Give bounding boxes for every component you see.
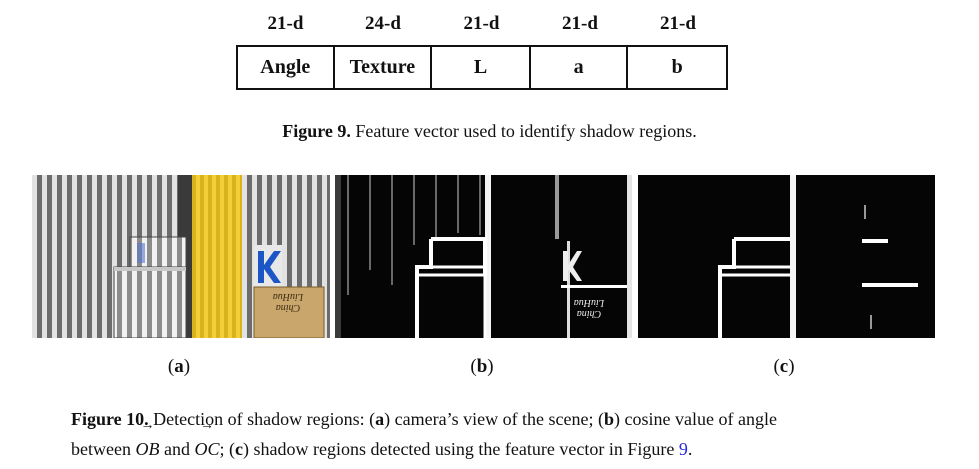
box-print-text-a: China LiuHua — [260, 291, 316, 313]
figure-9-label: Figure 9. — [282, 121, 351, 141]
paren-close: ) — [788, 356, 795, 377]
panel-b-label: (b) — [452, 356, 512, 378]
component-a: a — [531, 47, 629, 88]
caption-text: . — [687, 439, 693, 459]
panel-letter-c: c — [779, 356, 789, 377]
panel-c-shadow-regions — [638, 175, 935, 338]
camera-view-image — [32, 175, 330, 338]
feature-vector-table: Angle Texture L a b — [236, 45, 728, 90]
figure-10-caption: Figure 10. Detection of shadow regions: … — [71, 404, 921, 464]
vector-ob: → OB — [135, 419, 160, 464]
dimension-l: 21-d — [463, 13, 500, 34]
shadow-regions-image — [638, 175, 935, 338]
caption-text: ; ( — [219, 439, 235, 459]
dimension-b: 21-d — [660, 13, 696, 34]
caption-text: ) cosine value of angle — [614, 409, 777, 429]
feature-dimension-row: 21-d 24-d 21-d 21-d 21-d — [237, 13, 731, 35]
dimension-texture: 24-d — [365, 13, 401, 34]
component-b: b — [671, 56, 683, 78]
vector-oc-label: OC — [194, 439, 220, 459]
caption-text: ) camera’s view of the scene; ( — [384, 409, 605, 429]
dimension-a: 21-d — [562, 13, 598, 34]
caption-text: and — [159, 439, 195, 459]
box-print-line1-b: China — [576, 308, 602, 319]
cosine-map-image — [335, 175, 632, 338]
figure-9-link[interactable]: 9 — [678, 439, 688, 459]
caption-text: between — [71, 439, 136, 459]
figure-10-label: Figure 10. — [71, 409, 149, 429]
caption-text: Detection of shadow regions: ( — [148, 409, 376, 429]
panel-a-camera-view: China LiuHua — [32, 175, 330, 338]
vector-ob-label: OB — [135, 439, 160, 459]
vector-arrow: → — [199, 418, 214, 433]
box-print-text-b: China LiuHua — [561, 297, 617, 319]
paren-open: ( — [773, 356, 780, 377]
panel-a-label: (a) — [149, 356, 209, 378]
box-print-line1: China — [275, 302, 301, 313]
box-print-line2: LiuHua — [272, 291, 304, 302]
paren-close: ) — [487, 356, 494, 377]
paren-close: ) — [183, 356, 191, 377]
caption-ref-b: b — [604, 409, 615, 429]
vector-oc: → OC — [194, 419, 220, 464]
panel-c-label: (c) — [754, 356, 814, 378]
caption-ref-a: a — [375, 409, 385, 429]
panel-letter-b: b — [476, 356, 488, 377]
figure-9-caption: Figure 9. Feature vector used to identif… — [0, 121, 979, 142]
figure-9-caption-text: Feature vector used to identify shadow r… — [355, 121, 697, 141]
caption-ref-c: c — [234, 439, 243, 459]
component-angle: Angle — [238, 47, 335, 88]
component-l: L — [432, 47, 531, 88]
component-texture: Texture — [335, 47, 433, 88]
panel-letter-a: a — [174, 356, 184, 377]
vector-arrow: → — [140, 418, 155, 433]
panel-b-cosine-map: China LiuHua — [335, 175, 632, 338]
caption-text: ) shadow regions detected using the feat… — [242, 439, 679, 459]
paren-open: ( — [167, 356, 175, 377]
dimension-angle: 21-d — [267, 13, 304, 34]
box-print-line2-b: LiuHua — [573, 297, 605, 308]
paren-open: ( — [470, 356, 477, 377]
